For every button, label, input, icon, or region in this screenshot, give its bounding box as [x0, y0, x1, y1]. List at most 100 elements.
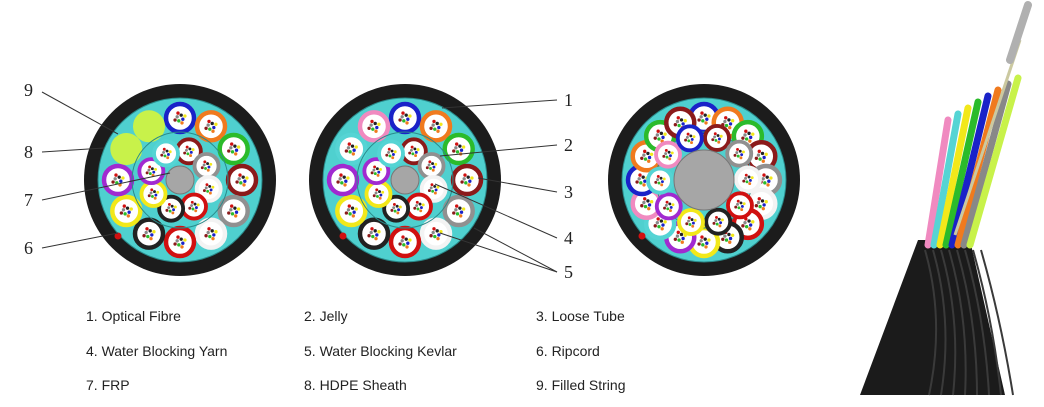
jacket-ridge	[980, 249, 1014, 396]
optical-fibre	[351, 214, 355, 218]
optical-fibre	[688, 223, 692, 226]
optical-fibre	[153, 196, 157, 200]
optical-fibre	[724, 238, 729, 242]
leader-lines	[41, 91, 558, 273]
optical-fibre	[434, 188, 438, 192]
optical-fibre	[705, 117, 709, 121]
exposed-tube	[924, 116, 952, 249]
optical-fibre	[756, 153, 761, 157]
optical-fibre	[642, 183, 646, 187]
optical-fibre	[701, 119, 705, 123]
optical-fibre	[406, 241, 410, 245]
optical-fibre	[435, 121, 439, 126]
optical-fibre	[716, 134, 720, 137]
optical-fibre	[429, 186, 433, 190]
optical-fibre	[398, 118, 402, 122]
loose-tube-inner	[725, 139, 754, 168]
optical-fibre	[707, 114, 711, 118]
cable-jacket	[860, 240, 1005, 395]
optical-fibre	[461, 207, 466, 211]
optical-fibre	[728, 125, 732, 130]
loose-tube-ring	[217, 194, 250, 228]
optical-fibre	[373, 229, 377, 233]
optical-fibre	[742, 179, 746, 183]
optical-fibre	[655, 220, 660, 225]
optical-fibre	[154, 167, 158, 171]
optical-fibre	[181, 117, 185, 121]
optical-fibre	[714, 138, 718, 142]
optical-fibre	[371, 127, 375, 131]
optical-fibre	[740, 153, 744, 157]
optical-fibre	[691, 221, 695, 225]
optical-fibre	[647, 203, 652, 207]
optical-fibre	[744, 224, 749, 229]
optical-fibre	[204, 234, 208, 238]
optical-fibre	[690, 137, 694, 141]
loose-tube-ring	[450, 163, 484, 197]
optical-fibre	[663, 132, 667, 136]
optical-fibre	[125, 206, 130, 210]
optical-fibre	[206, 230, 210, 235]
loose-tube-ring	[194, 217, 228, 250]
optical-fibre	[119, 211, 124, 215]
legend-item-5: 5. Water Blocking Kevlar	[304, 343, 457, 359]
optical-fibre	[657, 181, 661, 185]
optical-fibre	[769, 176, 773, 180]
jacket-ridge	[948, 249, 967, 396]
optical-fibre	[400, 115, 404, 119]
loose-tube-ring	[419, 110, 453, 143]
loose-tube-inner	[677, 208, 705, 236]
optical-fibre	[715, 222, 719, 226]
callout-9: 9	[24, 80, 33, 100]
optical-fibre	[656, 217, 660, 221]
leader-line-5a	[473, 227, 558, 273]
optical-fibre	[414, 150, 418, 154]
optical-fibre	[233, 144, 237, 148]
optical-fibre	[203, 160, 207, 164]
optical-fibre	[660, 183, 664, 187]
binder-yarn	[953, 39, 1022, 236]
loose-tube-ring	[217, 132, 250, 166]
optical-fibre	[156, 190, 160, 194]
leader-line-2	[439, 144, 558, 157]
optical-fibre	[635, 180, 639, 184]
optical-fibre	[757, 149, 761, 154]
optical-fibre	[230, 150, 235, 154]
optical-fibre	[372, 194, 376, 198]
optical-fibre	[348, 150, 352, 154]
loose-tube-ring	[357, 217, 391, 250]
loose-tube-ring	[357, 110, 391, 143]
optical-fibre	[711, 138, 715, 142]
optical-fibre	[152, 170, 156, 174]
optical-fibre	[149, 236, 153, 241]
optical-fibre	[375, 125, 379, 130]
optical-fibre	[413, 147, 417, 151]
optical-fibre	[679, 118, 684, 122]
optical-fibre	[668, 157, 672, 161]
optical-fibre	[373, 172, 377, 176]
optical-fibre	[740, 208, 744, 212]
cross-section-group	[84, 84, 800, 276]
loose-tube-ring	[677, 208, 705, 236]
optical-fibre	[183, 151, 187, 155]
optical-fibre	[175, 115, 179, 119]
optical-fibre	[245, 176, 249, 180]
optical-fibre	[171, 211, 175, 215]
optical-fibre	[676, 116, 680, 120]
optical-fibre	[655, 133, 660, 137]
optical-fibre	[700, 111, 704, 115]
optical-fibre	[393, 209, 397, 213]
optical-fibre	[204, 166, 207, 170]
legend-item-1: 1. Optical Fibre	[86, 308, 181, 324]
optical-fibre	[200, 166, 204, 170]
optical-fibre	[418, 202, 422, 206]
optical-fibre	[373, 121, 377, 126]
optical-fibre	[183, 238, 187, 242]
loose-tube-ring	[139, 180, 168, 208]
loose-tube-ring	[163, 225, 197, 259]
optical-fibre	[733, 153, 737, 157]
optical-fibre	[666, 207, 670, 211]
loose-tube-inner	[726, 191, 754, 220]
optical-fibre	[409, 148, 413, 152]
optical-fibre	[173, 242, 177, 246]
